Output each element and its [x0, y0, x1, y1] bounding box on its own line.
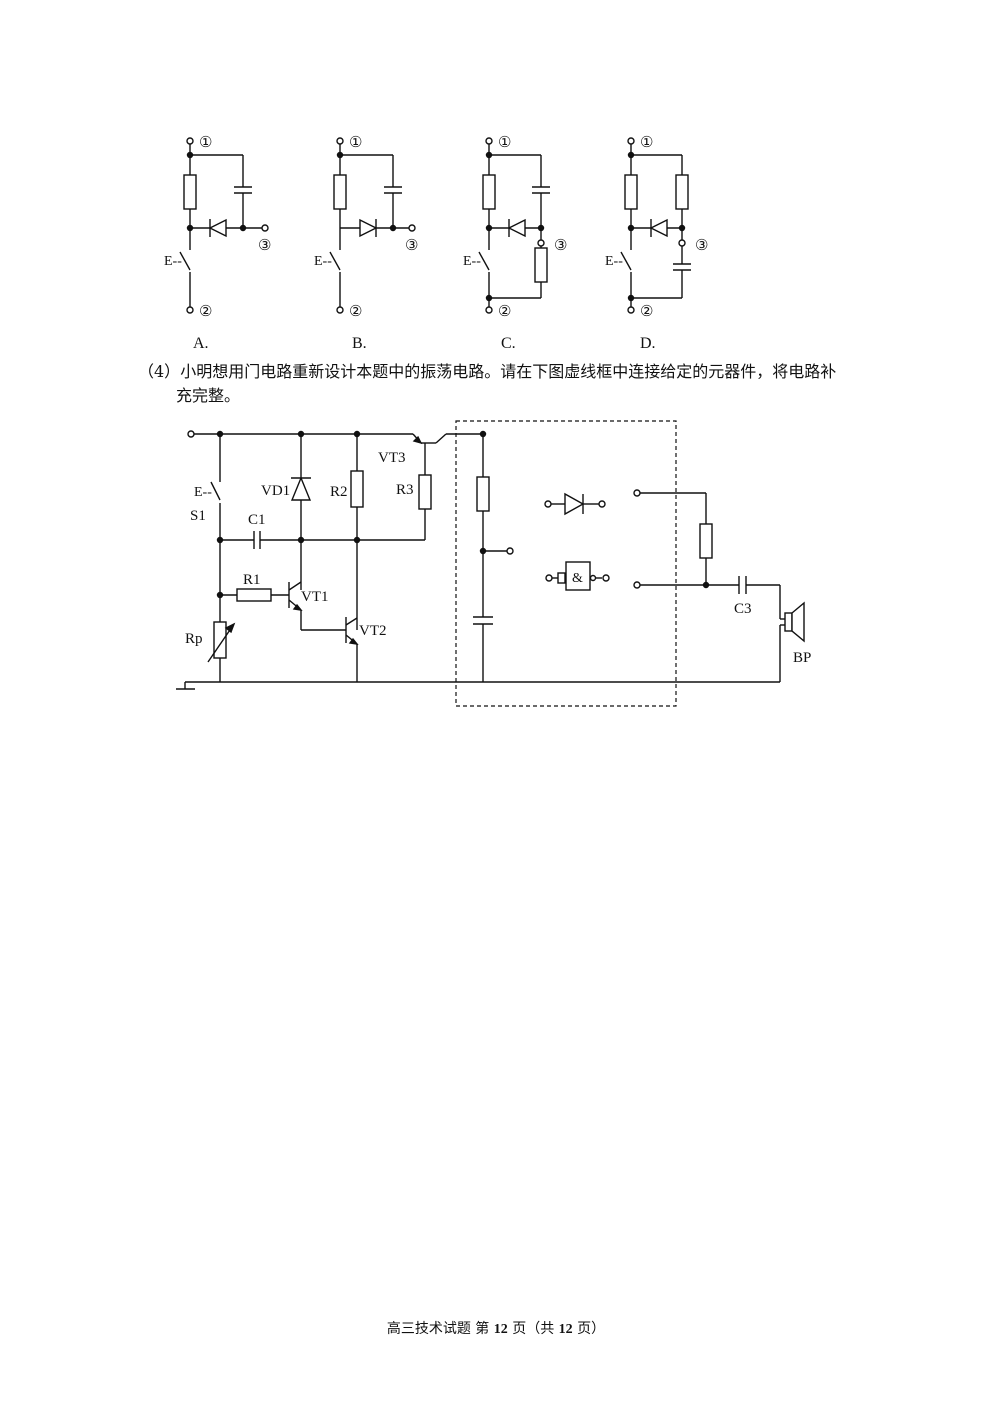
page-footer: 高三技术试题 第 12 页（共 12 页）	[0, 1318, 992, 1338]
rp-label: Rp	[185, 631, 203, 647]
option-a-circuit: ① ③ E-- ② A.	[164, 135, 271, 352]
output-network	[633, 489, 739, 589]
question-line1: 小明想用门电路重新设计本题中的振荡电路。请在下图虚线框中连接给定的元器件，将电路…	[180, 362, 837, 381]
capacitor-c1: C1	[216, 512, 425, 549]
option-c-circuit: ① ③ E-- ② C.	[463, 135, 567, 352]
option-b-circuit: ① ③ E-- ② B.	[314, 135, 418, 352]
terminal-1-label: ①	[199, 135, 212, 151]
s1-label: S1	[190, 508, 206, 524]
terminal-1-label: ①	[498, 135, 511, 151]
terminal-2-label: ②	[498, 304, 511, 320]
footer-total-pages: 12	[558, 1322, 573, 1337]
gate-symbol: &	[572, 571, 583, 586]
resistor-r3: R3	[396, 474, 432, 540]
terminal-2-label: ②	[349, 304, 362, 320]
main-circuit: VT3 E-- S1 VD1 R2 R3	[176, 420, 811, 707]
terminal-1-label: ①	[640, 135, 653, 151]
c1-label: C1	[248, 512, 266, 528]
switch-label: E--	[314, 254, 332, 269]
r2-label: R2	[330, 484, 348, 500]
terminal-3-label: ③	[554, 238, 567, 254]
footer-suffix: 页）	[577, 1321, 606, 1337]
terminal-3-label: ③	[258, 238, 271, 254]
option-b-label: B.	[352, 335, 367, 352]
s1-switch-symbol: E--	[194, 485, 212, 500]
potentiometer-rp: Rp	[185, 621, 236, 663]
inner-rc-network	[473, 430, 514, 682]
terminal-2-label: ②	[199, 304, 212, 320]
question-number: （4）	[138, 362, 181, 381]
switch-label: E--	[164, 254, 182, 269]
switch-label: E--	[463, 254, 481, 269]
transistor-vt2: VT2	[345, 617, 387, 682]
c3-label: C3	[734, 601, 752, 617]
question-4: （4）小明想用门电路重新设计本题中的振荡电路。请在下图虚线框中连接给定的元器件，…	[138, 360, 908, 408]
terminal-1-label: ①	[349, 135, 362, 151]
question-line2: 充完整。	[176, 386, 241, 405]
r3-label: R3	[396, 482, 414, 498]
footer-page-number: 12	[493, 1322, 508, 1337]
transistor-vt3: VT3	[378, 433, 483, 475]
footer-prefix: 高三技术试题 第	[386, 1321, 490, 1337]
option-d-circuit: ① ③ E-- ② D.	[605, 135, 708, 352]
vd1-label: VD1	[261, 483, 290, 499]
option-d-label: D.	[640, 335, 656, 352]
vt2-label: VT2	[359, 623, 387, 639]
bp-label: BP	[793, 650, 811, 666]
vt1-label: VT1	[301, 589, 329, 605]
capacitor-c3: C3	[734, 576, 781, 619]
inner-diode	[544, 492, 606, 516]
inner-gate: &	[545, 561, 610, 591]
terminal-3-label: ③	[405, 238, 418, 254]
r1-label: R1	[243, 572, 261, 588]
footer-mid: 页（共	[512, 1321, 555, 1337]
transistor-vt1: VT1	[288, 581, 346, 631]
resistor-r2: R2	[330, 434, 364, 630]
option-c-label: C.	[501, 335, 516, 352]
option-a-label: A.	[193, 335, 209, 352]
diode-vd1: VD1	[261, 434, 312, 590]
terminal-2-label: ②	[640, 304, 653, 320]
speaker-bp: BP	[779, 601, 811, 682]
vt3-label: VT3	[378, 450, 406, 466]
resistor-r1: R1	[216, 572, 289, 602]
terminal-3-label: ③	[695, 238, 708, 254]
switch-label: E--	[605, 254, 623, 269]
